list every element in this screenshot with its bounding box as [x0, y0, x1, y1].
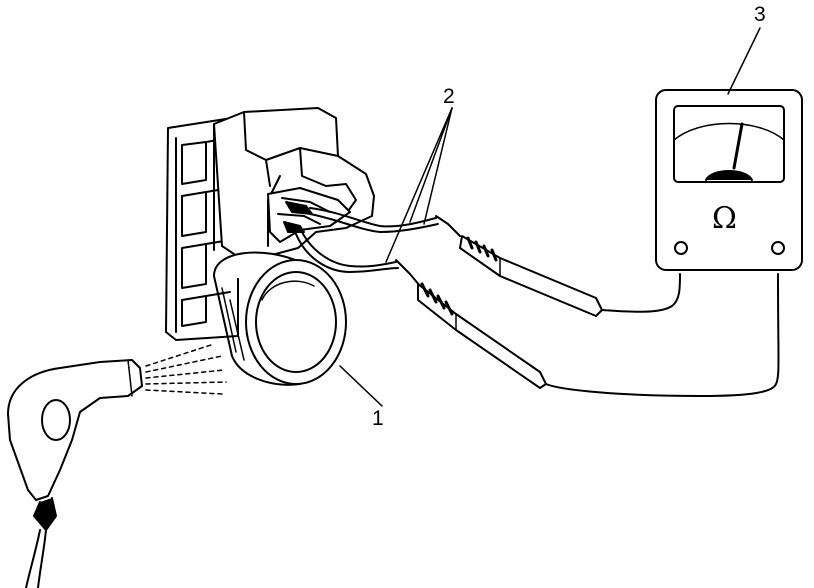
ohm-symbol: Ω [712, 201, 737, 236]
leader-lines [339, 27, 761, 407]
callout-label-meter: 3 [754, 3, 766, 26]
sensor-housing [165, 107, 375, 386]
air-flow [145, 343, 227, 395]
test-leads [295, 207, 780, 397]
callout-label-leads: 2 [443, 85, 455, 108]
hair-dryer [7, 359, 143, 588]
callout-label-sensor: 1 [372, 407, 384, 430]
ohmmeter [655, 89, 803, 271]
